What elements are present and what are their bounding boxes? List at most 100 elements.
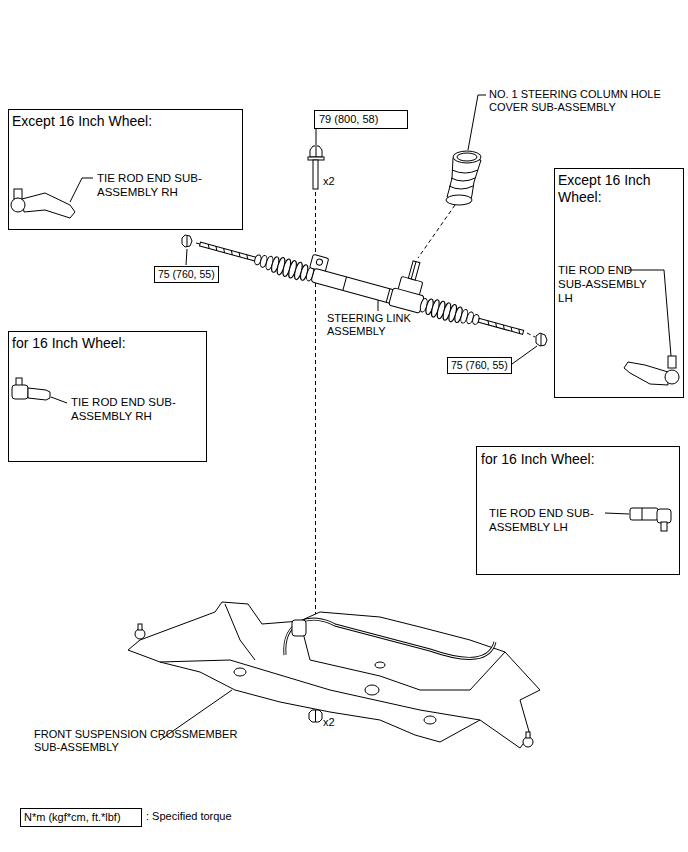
variant-box: Except 16 Inch Wheel: TIE ROD END SUB- AS…	[8, 109, 243, 230]
leader-lines	[468, 95, 486, 150]
steering-rack	[207, 244, 210, 248]
leader-lines	[70, 178, 93, 202]
crossmember	[285, 619, 495, 658]
box-heading: Except 16 Inch Wheel:	[12, 113, 232, 130]
steering-rack	[223, 248, 226, 252]
steering-rack	[238, 253, 241, 257]
leader-lines	[605, 513, 629, 514]
tie-rod-end-icons	[11, 198, 25, 212]
assembly-axis	[418, 205, 455, 258]
crossmember	[526, 732, 530, 738]
crossmember	[424, 716, 436, 724]
tie-rod-end-icons	[630, 508, 658, 520]
tie-rod-end-icons	[22, 193, 75, 218]
column-hole-cover	[446, 195, 472, 205]
part-label: NO. 1 STEERING COLUMN HOLE COVER SUB-ASS…	[489, 88, 684, 114]
bottom-nut	[315, 710, 316, 722]
crossmember	[234, 668, 246, 676]
tie-rod-end-icons	[661, 522, 667, 531]
assembly-axis	[196, 243, 200, 244]
steering-rack	[316, 258, 323, 265]
steering-rack	[199, 242, 256, 261]
steering-rack	[246, 255, 249, 259]
box-text: N*m (kgf*cm, ft.*lbf)	[24, 811, 121, 824]
leader-lines	[512, 346, 537, 364]
crossmember	[375, 662, 385, 668]
legend-torque-box: N*m (kgf*cm, ft.*lbf)	[20, 808, 142, 827]
box-text: 75 (760, 55)	[451, 359, 508, 372]
box-text: TIE ROD END SUB- ASSEMBLY RH	[71, 396, 201, 424]
bolt	[310, 146, 322, 157]
box-text: TIE ROD END SUB- ASSEMBLY RH	[97, 172, 222, 200]
steering-rack	[510, 327, 513, 331]
box-heading: Except 16 Inch Wheel:	[558, 172, 676, 206]
box-text: TIE ROD END SUB-ASSEMBLY LH	[558, 264, 658, 305]
steering-rack	[411, 262, 416, 279]
tie-rod-nut	[536, 333, 547, 346]
bottom-nut	[309, 710, 322, 722]
tie-rod-end-icons	[642, 508, 643, 520]
steering-rack	[230, 251, 233, 255]
steering-rack	[487, 321, 490, 325]
leader-lines	[316, 129, 317, 145]
column-hole-cover	[449, 186, 473, 189]
tie-rod-end-icons	[624, 362, 668, 385]
steering-rack	[502, 325, 505, 329]
part-label: STEERING LINK ASSEMBLY	[327, 312, 427, 338]
leader-lines	[186, 249, 187, 265]
leader-lines	[51, 397, 67, 403]
tie-rod-nut	[182, 235, 547, 346]
tie-rod-end-icons	[11, 189, 679, 531]
bolt	[313, 160, 318, 189]
quantity-label: x2	[323, 175, 335, 188]
bolt	[316, 147, 317, 157]
crossmember	[128, 602, 540, 748]
variant-box: for 16 Inch Wheel: TIE ROD END SUB- ASSEM…	[8, 331, 207, 462]
crossmember	[225, 604, 255, 660]
tie-rod-end-icons	[657, 509, 671, 523]
steering-rack	[386, 289, 390, 303]
tie-rod-end-icons	[28, 388, 50, 400]
steering-rack	[408, 261, 420, 280]
steering-rack	[478, 318, 523, 334]
steering-rack	[495, 323, 498, 327]
part-label: FRONT SUSPENSION CROSSMEMBER SUB-ASSEMBL…	[34, 728, 264, 754]
tie-rod-nut	[187, 236, 188, 247]
tie-rod-nut	[541, 334, 542, 346]
tie-rod-end-icons	[12, 385, 28, 399]
torque-callout: 75 (760, 55)	[154, 266, 219, 283]
variant-box: for 16 Inch Wheel: TIE ROD END SUB- ASSEM…	[476, 446, 680, 575]
torque-callout: 75 (760, 55)	[447, 357, 512, 374]
box-text: TIE ROD END SUB- ASSEMBLY LH	[489, 507, 604, 535]
crossmember	[300, 621, 505, 690]
crossmember	[285, 619, 495, 658]
steering-rack	[198, 205, 534, 341]
tie-rod-nut	[182, 235, 192, 247]
steering-rack	[343, 277, 347, 291]
column-hole-cover	[446, 151, 481, 205]
box-text: 75 (760, 55)	[158, 268, 215, 281]
bottom-nut	[309, 710, 322, 722]
assembly-axis	[527, 333, 535, 337]
steering-rack	[215, 246, 218, 250]
crossmember	[128, 602, 540, 748]
bolt	[308, 146, 324, 189]
torque-callout: 79 (800, 58)	[314, 110, 408, 129]
quantity-label: x2	[323, 716, 335, 729]
crossmember	[138, 624, 142, 630]
steering-rack	[518, 329, 521, 333]
crossmember	[292, 620, 306, 636]
column-hole-cover	[452, 170, 478, 173]
variant-box: Except 16 Inch Wheel: TIE ROD END SUB-ASS…	[554, 168, 684, 398]
crossmember	[365, 685, 379, 695]
column-hole-cover	[453, 151, 481, 163]
column-hole-cover	[451, 178, 475, 181]
legend-text: : Specified torque	[146, 810, 232, 823]
box-text: 79 (800, 58)	[319, 113, 378, 126]
box-heading: for 16 Inch Wheel:	[12, 335, 202, 352]
tie-rod-end-icons	[668, 356, 676, 368]
tie-rod-end-icons	[665, 370, 679, 384]
box-heading: for 16 Inch Wheel:	[481, 451, 671, 468]
steering-rack	[389, 288, 425, 314]
column-hole-cover	[457, 153, 477, 161]
